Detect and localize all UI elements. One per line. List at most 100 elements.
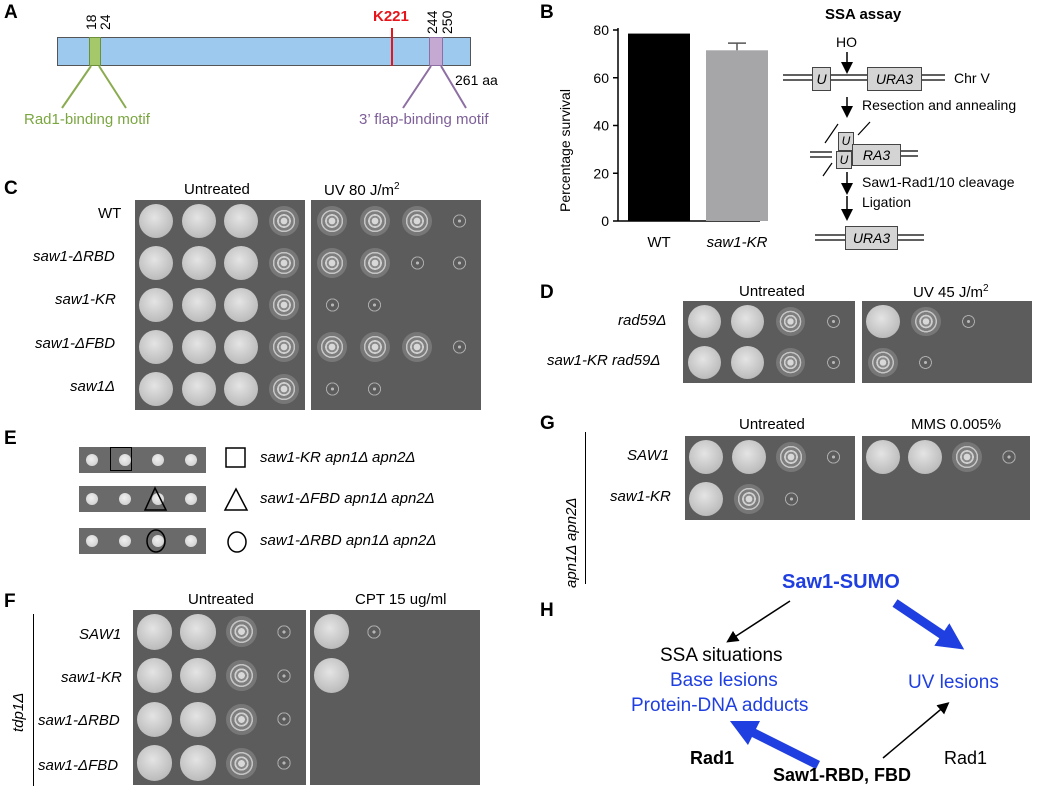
colony-spot xyxy=(996,444,1022,470)
colony-spot xyxy=(225,703,257,735)
x-category-label: WT xyxy=(647,234,670,251)
colony-spot xyxy=(139,287,174,323)
f-bracket-line xyxy=(33,614,34,786)
d-untreated-header: Untreated xyxy=(739,283,805,300)
colony-spot xyxy=(319,376,345,402)
colony-spot xyxy=(139,203,174,239)
colony-spot xyxy=(955,309,981,334)
ura3-final-box: URA3 xyxy=(845,226,898,250)
colony-spot xyxy=(180,657,216,694)
colony-spot xyxy=(185,454,197,466)
bar-2 xyxy=(706,50,768,222)
panel-label-d: D xyxy=(540,282,554,303)
colony-spot xyxy=(821,444,847,470)
colony-spot xyxy=(181,329,216,365)
k221-label: K221 xyxy=(373,8,409,25)
d-uv-header: UV 45 J/m2 xyxy=(913,283,989,301)
panel-label-g: G xyxy=(540,413,555,434)
saw1-protein-bar xyxy=(57,37,471,66)
e-plate-1 xyxy=(79,447,206,473)
f-untreated-header: Untreated xyxy=(188,591,254,608)
g-strain-1: SAW1 xyxy=(627,447,670,464)
c-untreated-header: Untreated xyxy=(184,181,250,198)
colony-spot xyxy=(225,660,257,692)
h-uv-lesions: UV lesions xyxy=(908,672,999,693)
panel-label-a: A xyxy=(4,2,18,23)
colony-spot xyxy=(907,439,943,475)
panel-label-c: C xyxy=(4,178,18,199)
g-mms-plate xyxy=(862,436,1030,520)
colony-spot xyxy=(268,331,299,363)
colony-spot xyxy=(313,658,349,694)
rad1-binding-box xyxy=(89,37,101,66)
colony-spot xyxy=(362,292,388,318)
e-plate-3 xyxy=(79,528,206,554)
colony-spot xyxy=(404,250,430,276)
colony-spot xyxy=(224,329,259,365)
colony-spot xyxy=(139,371,174,407)
d-strain-2: saw1-KR rad59Δ xyxy=(547,352,661,369)
c-strain-2: saw1-ΔRBD xyxy=(33,248,115,265)
colony-spot xyxy=(775,347,806,378)
colony-spot xyxy=(687,345,722,380)
colony-spot xyxy=(271,706,298,733)
panel-label-e: E xyxy=(4,428,17,449)
c-uv-header: UV 80 J/m2 xyxy=(324,181,400,199)
h-rad1-right: Rad1 xyxy=(944,748,988,768)
u-box-top: U xyxy=(838,132,854,151)
f-cpt-plate xyxy=(310,610,480,785)
colony-spot xyxy=(951,441,983,473)
chr-v-label: Chr V xyxy=(954,70,990,86)
colony-spot xyxy=(731,439,766,475)
e-label-2: saw1-ΔFBD apn1Δ apn2Δ xyxy=(260,490,435,507)
colony-spot xyxy=(402,331,433,363)
c-strain-1: WT xyxy=(98,205,122,222)
colony-spot xyxy=(181,371,216,407)
colony-spot xyxy=(775,306,806,337)
colony-spot xyxy=(361,619,387,645)
y-tick-label: 40 xyxy=(593,118,609,134)
c-uv-plate xyxy=(311,200,481,410)
g-untreated-plate xyxy=(685,436,855,520)
d-strain-1: rad59Δ xyxy=(618,312,667,329)
g-untreated-header: Untreated xyxy=(739,416,805,433)
f-strain-2: saw1-KR xyxy=(61,669,122,686)
colony-spot xyxy=(152,535,164,547)
colony-spot xyxy=(687,304,722,339)
e-square-marker xyxy=(110,447,132,471)
colony-spot xyxy=(689,439,724,475)
colony-spot xyxy=(119,493,131,505)
colony-spot xyxy=(224,287,259,323)
protein-length: 261 aa xyxy=(455,72,498,88)
f-untreated-plate xyxy=(133,610,306,785)
colony-spot xyxy=(778,486,804,512)
colony-spot xyxy=(136,701,173,738)
colony-spot xyxy=(733,483,764,515)
d-uv-plate xyxy=(862,301,1032,383)
h-saw1-sumo: Saw1-SUMO xyxy=(782,571,900,593)
colony-spot xyxy=(447,334,473,360)
f-cpt-header: CPT 15 ug/ml xyxy=(355,591,447,608)
colony-spot xyxy=(313,614,349,650)
colony-spot xyxy=(913,350,939,375)
colony-spot xyxy=(180,614,216,650)
d-untreated-plate xyxy=(683,301,855,383)
f-strain-3: saw1-ΔRBD xyxy=(38,712,120,729)
f-strain-4: saw1-ΔFBD xyxy=(38,757,119,774)
u-box-bottom: U xyxy=(836,151,852,169)
colony-spot xyxy=(139,245,174,281)
colony-spot xyxy=(730,345,765,380)
h-saw1-rbd-fbd: Saw1-RBD, FBD xyxy=(773,765,912,785)
h-ssa-situations: SSA situations xyxy=(660,645,783,666)
h-base-lesions: Base lesions xyxy=(670,670,778,691)
colony-spot xyxy=(319,292,345,318)
ra3-box: RA3 xyxy=(852,144,901,166)
colony-spot xyxy=(271,750,298,777)
x-category-label: saw1-KR xyxy=(707,234,768,251)
colony-spot xyxy=(180,701,216,738)
u-box: U xyxy=(812,67,831,91)
colony-spot xyxy=(402,205,433,237)
